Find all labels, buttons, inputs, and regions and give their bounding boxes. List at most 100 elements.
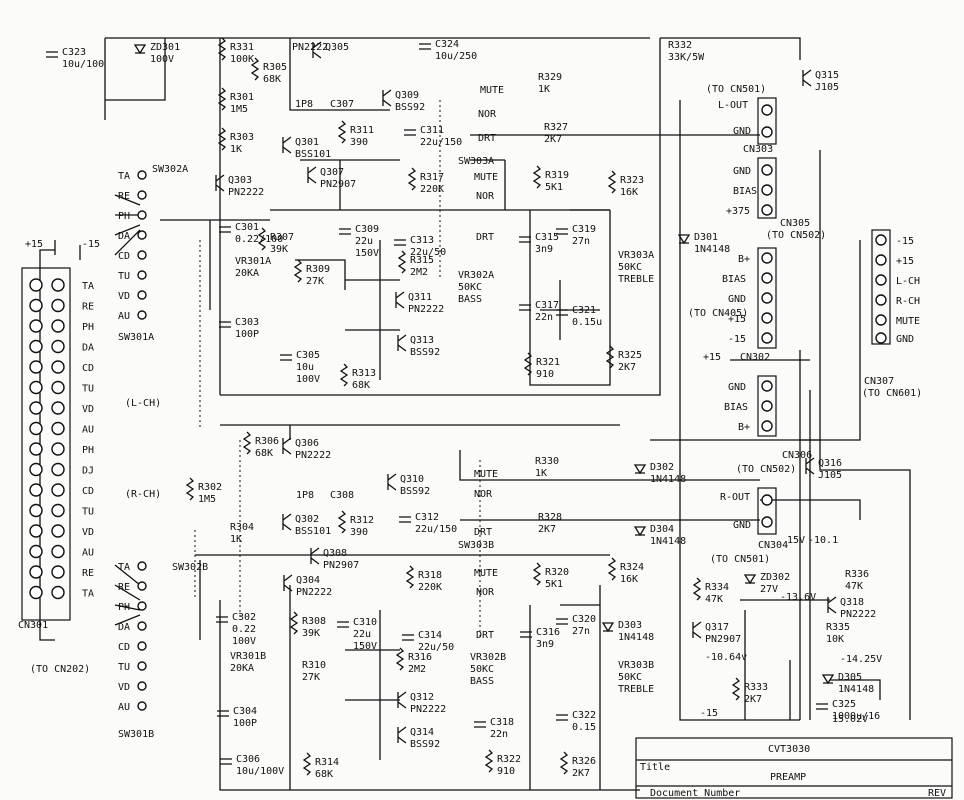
cn301-pin-4l — [29, 339, 43, 354]
r332-ref: R332 — [668, 40, 692, 51]
q308-value: PN2907 — [323, 560, 359, 571]
svg-text:(TO CN501): (TO CN501) — [710, 554, 770, 565]
drawing-number: CVT3030 — [768, 744, 810, 755]
r304-ref: R304 — [230, 522, 254, 533]
r333-value: 2K7 — [744, 694, 762, 705]
ip8b-ref: 1P8 — [296, 490, 314, 501]
r323-ref: R323 — [620, 175, 644, 186]
sel-top-source-au: AU — [118, 311, 130, 322]
c309-symbol — [339, 228, 351, 235]
r333-ref: R333 — [744, 682, 768, 693]
title-block: CVT3030 Title PREAMP Document Number REV — [635, 737, 953, 799]
cn301-pin-2l — [29, 298, 43, 313]
r321-value: 910 — [536, 369, 554, 380]
cn301-label-15: RE — [82, 568, 94, 579]
cn301-label-10: DJ — [82, 466, 94, 477]
q301-symbol — [282, 136, 292, 154]
r333-symbol — [731, 677, 741, 701]
r310-ref: R310 — [302, 660, 326, 671]
svg-text:MUTE: MUTE — [480, 85, 504, 96]
vr302a-value: 50KC — [458, 282, 482, 293]
r323-symbol — [607, 170, 617, 194]
cn301-pin-8r — [51, 421, 65, 436]
cn301-pin-12r — [51, 503, 65, 518]
c310-ref: C310 — [353, 617, 377, 628]
sw303b-label: SW303B — [458, 540, 494, 551]
q310-ref: Q310 — [400, 474, 424, 485]
q306-symbol — [282, 437, 292, 455]
r312-symbol — [337, 510, 347, 534]
c301-symbol — [219, 226, 231, 233]
svg-text:-10.64v: -10.64v — [705, 652, 747, 663]
c315-value: 3n9 — [535, 244, 553, 255]
c305-symbol — [280, 354, 292, 361]
cn301-pin-14l — [29, 544, 43, 559]
svg-text:GND: GND — [733, 520, 751, 531]
cn301-pin-16r — [51, 585, 65, 600]
r314-ref: R314 — [315, 757, 339, 768]
cn301-pin-13r — [51, 524, 65, 538]
sel-bot-source-ta: TA — [118, 562, 130, 573]
component-pn2222a: PN2222 — [292, 42, 328, 53]
q302-value: BSS101 — [295, 526, 331, 537]
sel-top-terminal-ta — [137, 170, 147, 180]
c302-symbol — [216, 616, 228, 623]
cn301-pin-15r — [51, 565, 65, 579]
d305-ref: D305 — [838, 672, 862, 683]
r336-ref: R336 — [845, 569, 869, 580]
c318-ref: C318 — [490, 717, 514, 728]
c321-value: 0.15u — [572, 317, 602, 328]
r335-value: 10K — [826, 634, 844, 645]
zd302-symbol — [743, 574, 757, 585]
r318-value: 220K — [418, 582, 442, 593]
cn301-label-13: VD — [82, 527, 94, 538]
q309-value: BSS92 — [395, 102, 425, 113]
c302-ref: C302 — [232, 612, 256, 623]
cn301-pin-16l — [29, 585, 43, 600]
sel-top-terminal-re — [137, 190, 147, 200]
r316-value: 2M2 — [408, 664, 426, 675]
cn301-label-12: TU — [82, 507, 94, 518]
c322-ref: C322 — [572, 710, 596, 721]
cn301-label-11: CD — [82, 486, 94, 497]
r320-value: 5K1 — [545, 579, 563, 590]
r315-symbol — [397, 250, 407, 274]
r311-ref: R311 — [350, 125, 374, 136]
q309-ref: Q309 — [395, 90, 419, 101]
r325-ref: R325 — [618, 350, 642, 361]
c319-ref: C319 — [572, 224, 596, 235]
d302-ref: D302 — [650, 462, 674, 473]
cn301-ref: CN301 — [18, 620, 48, 631]
svg-text:MUTE: MUTE — [474, 469, 498, 480]
r311-symbol — [337, 120, 347, 144]
svg-text:R-CH: R-CH — [896, 296, 920, 307]
wiring — [39, 37, 911, 791]
r325-value: 2K7 — [618, 362, 636, 373]
c313-symbol — [394, 239, 406, 246]
q312-value: PN2222 — [410, 704, 446, 715]
svg-text:NOR: NOR — [474, 489, 493, 500]
cn304-connector: CN306 (TO CN502) R-OUT GND CN304 (TO CN5… — [710, 450, 812, 565]
svg-text:R-OUT: R-OUT — [720, 492, 750, 503]
zd301-ref: ZD301 — [150, 42, 180, 53]
c321-ref: C321 — [572, 305, 596, 316]
c301-value: 0.22/100 — [235, 234, 283, 245]
r326-symbol — [559, 751, 569, 775]
